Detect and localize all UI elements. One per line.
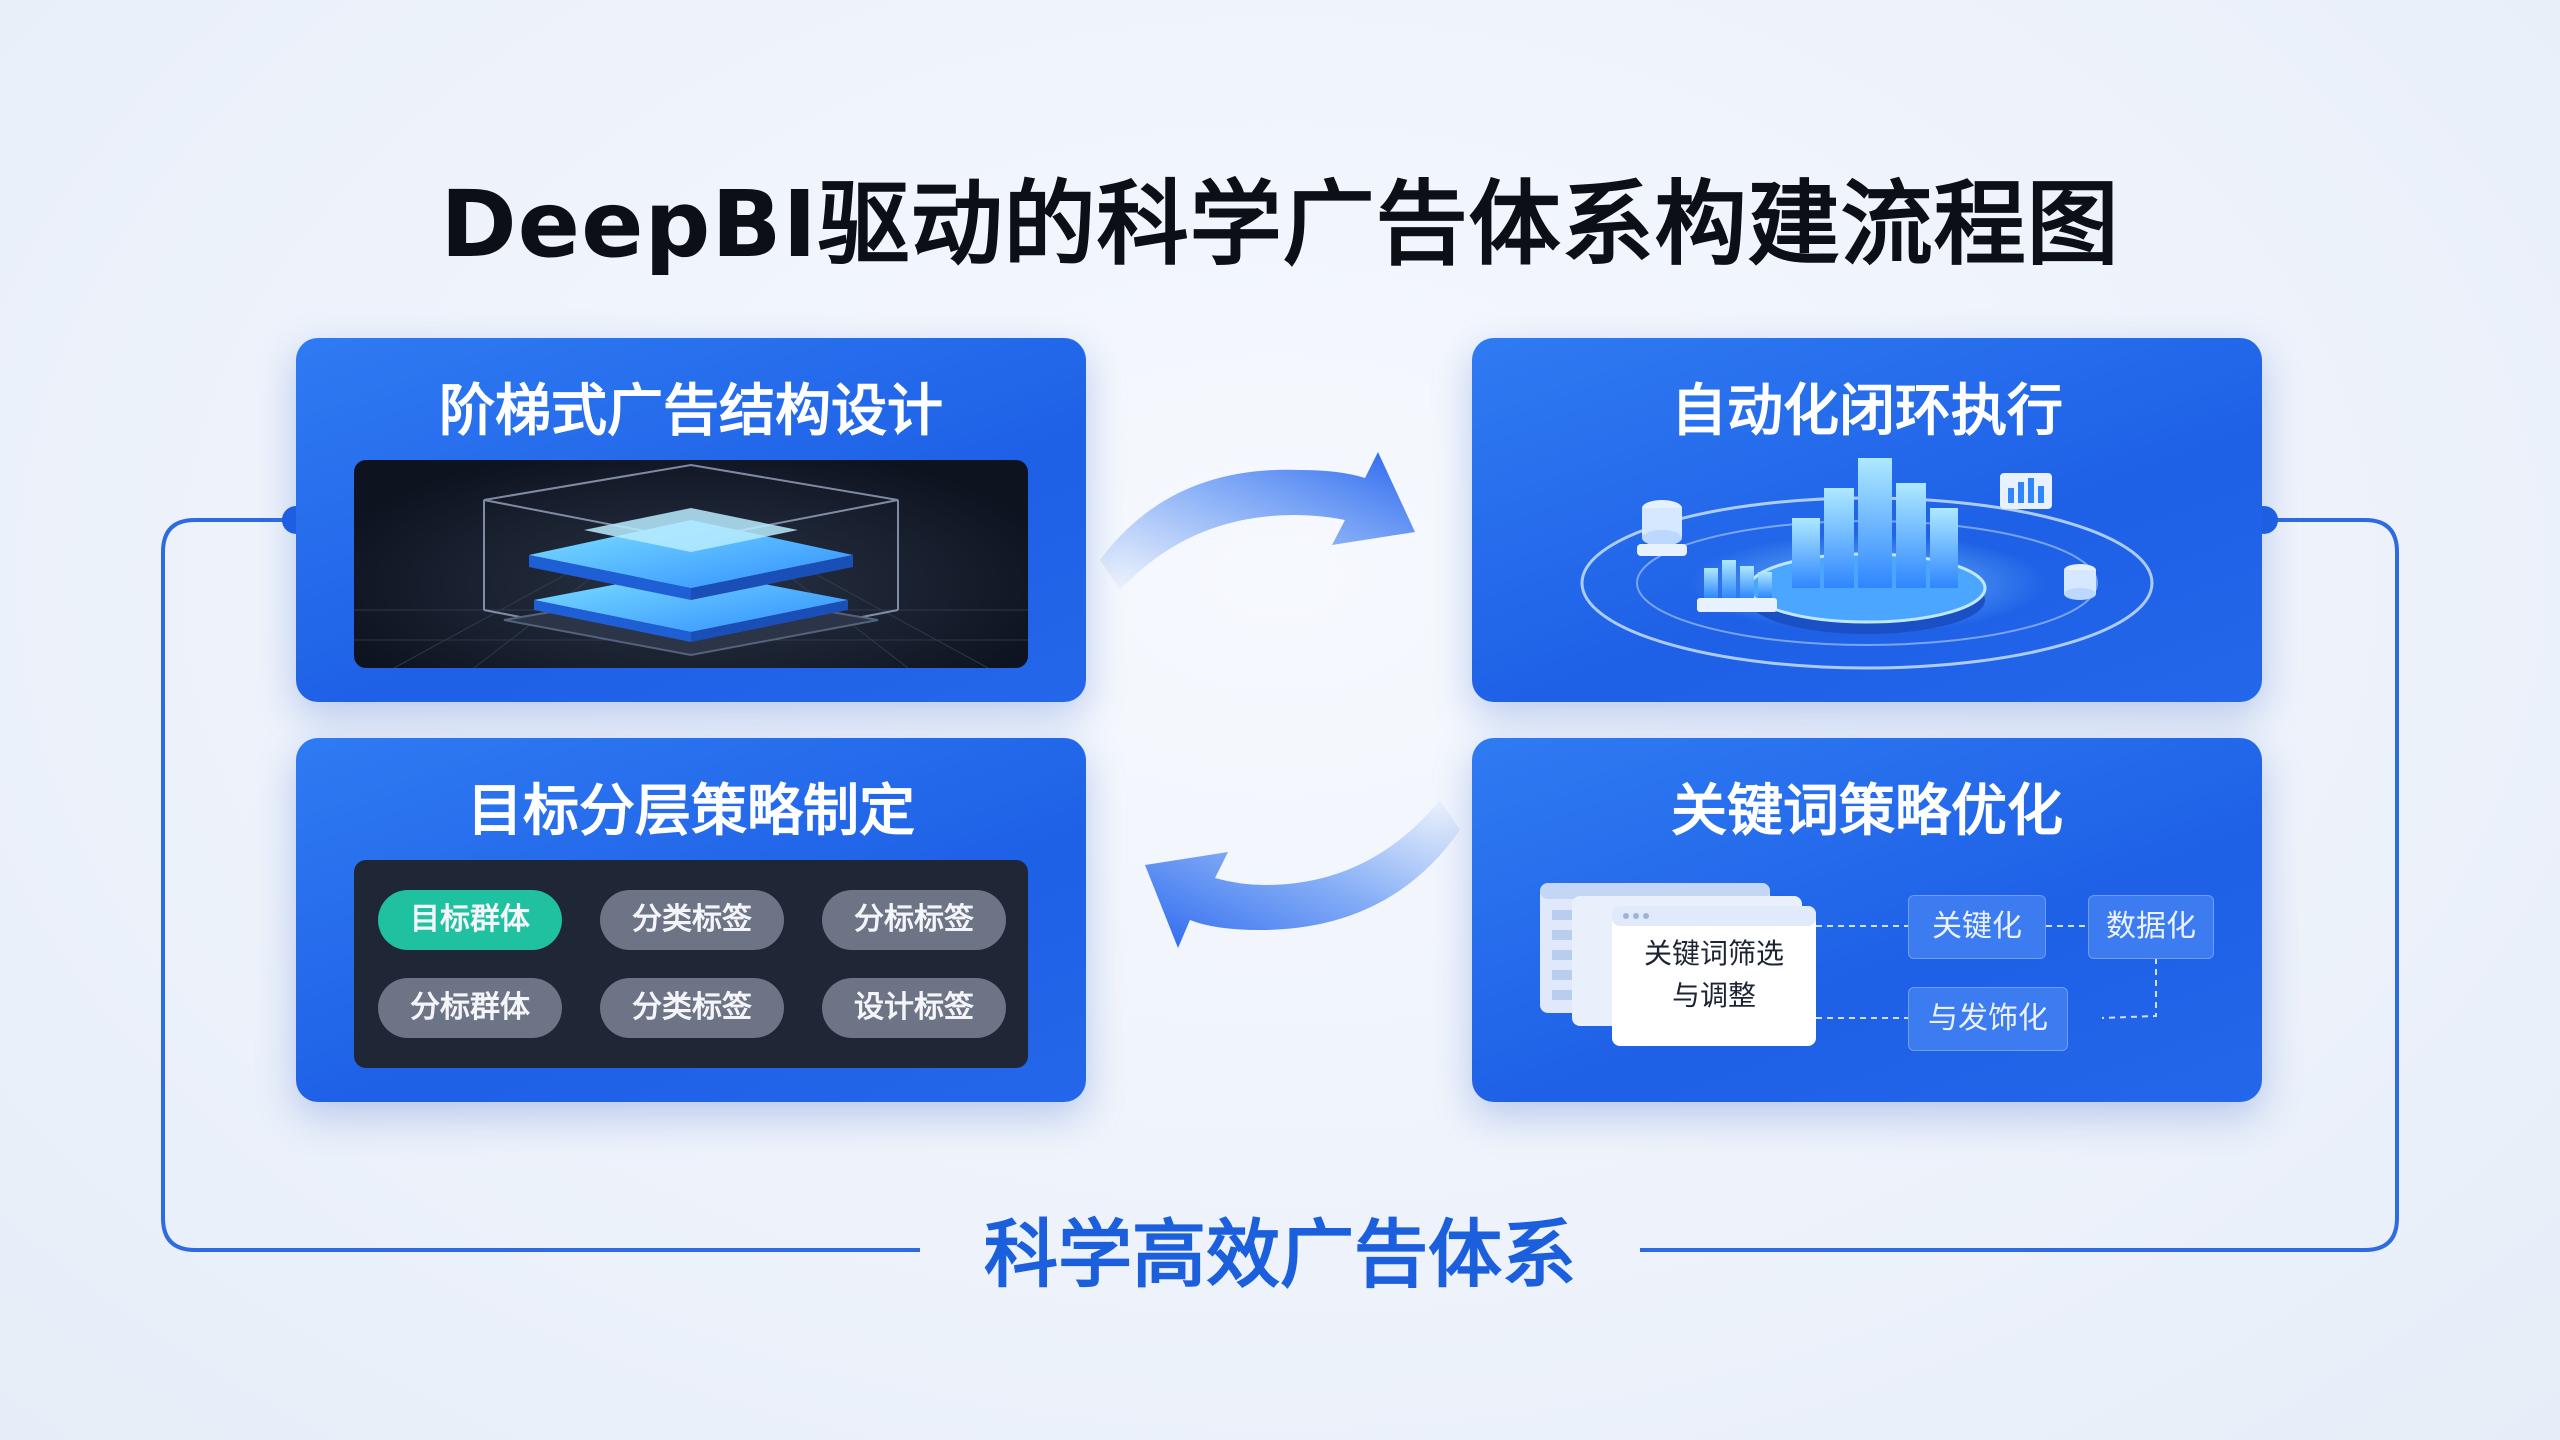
arrow-to-left <box>1145 800 1460 948</box>
data-platform-illustration <box>1580 458 2154 670</box>
tag-target-group[interactable]: 目标群体 <box>378 890 562 950</box>
tag-design-label[interactable]: 设计标签 <box>822 978 1006 1038</box>
keyword-box-3[interactable]: 与发饰化 <box>1908 987 2068 1051</box>
right-connector-line <box>1640 518 2399 1252</box>
card-title: 阶梯式广告结构设计 <box>439 379 943 444</box>
layered-structure-illustration <box>354 460 1028 668</box>
chart-icon <box>2000 473 2052 509</box>
keyword-window-text: 关键词筛选 与调整 <box>1612 933 1816 1017</box>
tag-category-label[interactable]: 分类标签 <box>600 890 784 950</box>
card-title: 关键词策略优化 <box>1671 779 2063 844</box>
database-icon <box>1637 500 1687 556</box>
left-connector-line <box>161 518 920 1252</box>
card-automated-loop: 自动化闭环执行 <box>1472 338 2262 702</box>
tag-category-label-2[interactable]: 分类标签 <box>600 978 784 1038</box>
card-title: 自动化闭环执行 <box>1671 379 2063 444</box>
mini-bars-icon <box>1697 560 1777 612</box>
database-icon-small <box>2064 564 2096 600</box>
page-title: DeepBI驱动的科学广告体系构建流程图 <box>440 171 2120 278</box>
keyword-box-1[interactable]: 关键化 <box>1908 895 2046 959</box>
card-tiered-structure: 阶梯式广告结构设计 <box>296 338 1086 702</box>
bottom-label: 科学高效广告体系 <box>984 1212 1576 1298</box>
window-text-line2: 与调整 <box>1671 979 1756 1012</box>
arrow-to-right <box>1100 452 1415 590</box>
card-keyword-optimization: 关键词策略优化 关键词筛选 与调整 关键化 数据化 与发饰化 <box>1472 738 2262 1102</box>
keyword-box-2[interactable]: 数据化 <box>2088 895 2214 959</box>
window-text-line1: 关键词筛选 <box>1643 937 1784 970</box>
spreadsheet-window-icon <box>1540 883 2157 1046</box>
tag-panel: 目标群体 分类标签 分标标签 分标群体 分类标签 设计标签 <box>354 860 1028 1068</box>
card-title: 目标分层策略制定 <box>467 779 915 844</box>
tag-subcategory-label[interactable]: 分标标签 <box>822 890 1006 950</box>
tag-subgroup[interactable]: 分标群体 <box>378 978 562 1038</box>
card-target-segmentation: 目标分层策略制定 目标群体 分类标签 分标标签 分标群体 分类标签 设计标签 <box>296 738 1086 1102</box>
